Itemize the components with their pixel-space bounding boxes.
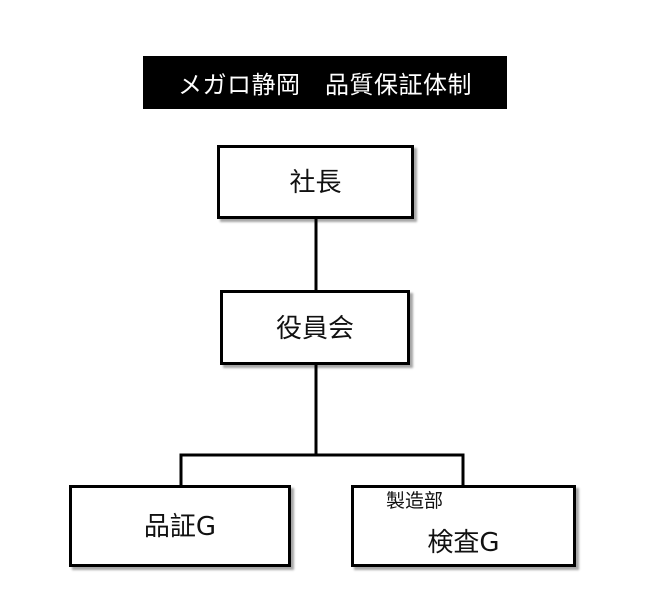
node-qa-group-label: 品証G xyxy=(143,512,217,542)
diagram-title: メガロ静岡 品質保証体制 xyxy=(143,56,507,109)
node-president-label: 社長 xyxy=(289,168,342,198)
node-qa-group: 品証G xyxy=(69,485,291,567)
connector-branch xyxy=(179,453,465,485)
node-board-label: 役員会 xyxy=(275,314,354,344)
node-board: 役員会 xyxy=(220,290,410,365)
node-inspection-group: 製造部 検査G xyxy=(351,485,576,567)
node-inspection-department: 製造部 xyxy=(386,490,444,512)
node-president: 社長 xyxy=(217,145,414,219)
node-inspection-group-label: 検査G xyxy=(427,528,500,558)
